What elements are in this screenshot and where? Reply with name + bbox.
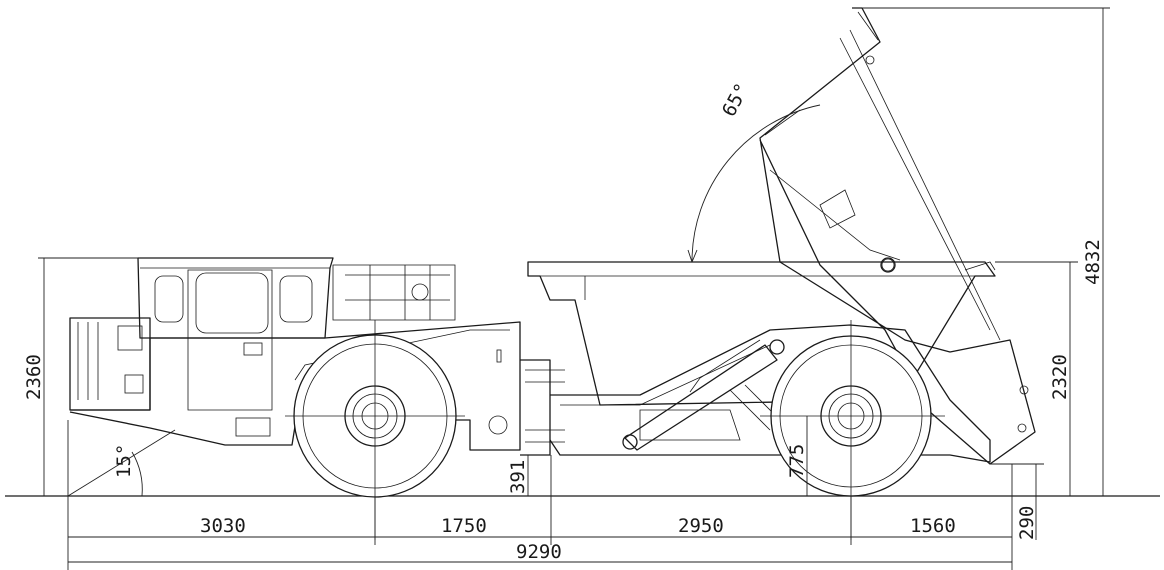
dim-rear-clearance: 775 — [786, 444, 808, 478]
dim-overall-length: 9290 — [516, 541, 562, 563]
dim-front-overhang: 3030 — [200, 515, 246, 537]
step-plate — [235, 417, 271, 437]
dimension-lines — [38, 7, 1110, 570]
dim-cab-height: 2360 — [23, 354, 45, 400]
dim-dumped-height: 4832 — [1082, 239, 1104, 285]
dim-rear-overhang: 1560 — [910, 515, 956, 537]
dim-dump-angle: 65° — [718, 80, 754, 121]
dim-tail-clearance: 290 — [1016, 506, 1038, 540]
cab-window-rear — [279, 275, 313, 323]
front-frame — [69, 321, 521, 451]
front-wheel — [285, 320, 465, 540]
equipment-rack — [332, 264, 456, 321]
cab-canopy — [137, 257, 334, 339]
dump-body-lowered — [527, 258, 996, 406]
dim-hitch-clearance: 391 — [507, 460, 529, 494]
rear-wheel — [760, 320, 945, 540]
body-outline — [527, 261, 996, 406]
cab-door-window — [195, 272, 269, 334]
articulation-hitch — [520, 359, 551, 456]
dump-body-raised — [759, 7, 1036, 465]
hoist-cylinder — [624, 344, 778, 451]
engine-front — [69, 317, 151, 411]
dim-approach-angle: 15° — [113, 444, 135, 478]
raised-body-outline — [759, 7, 1036, 465]
dim-box-height: 2320 — [1049, 354, 1071, 400]
dim-front-axle-to-hitch: 1750 — [441, 515, 487, 537]
cab-window-front — [154, 275, 184, 323]
dimension-labels: 3030 1750 2950 1560 9290 2360 2320 4832 … — [23, 80, 1104, 563]
dim-hitch-to-rear-axle: 2950 — [678, 515, 724, 537]
cab-door — [187, 269, 273, 411]
